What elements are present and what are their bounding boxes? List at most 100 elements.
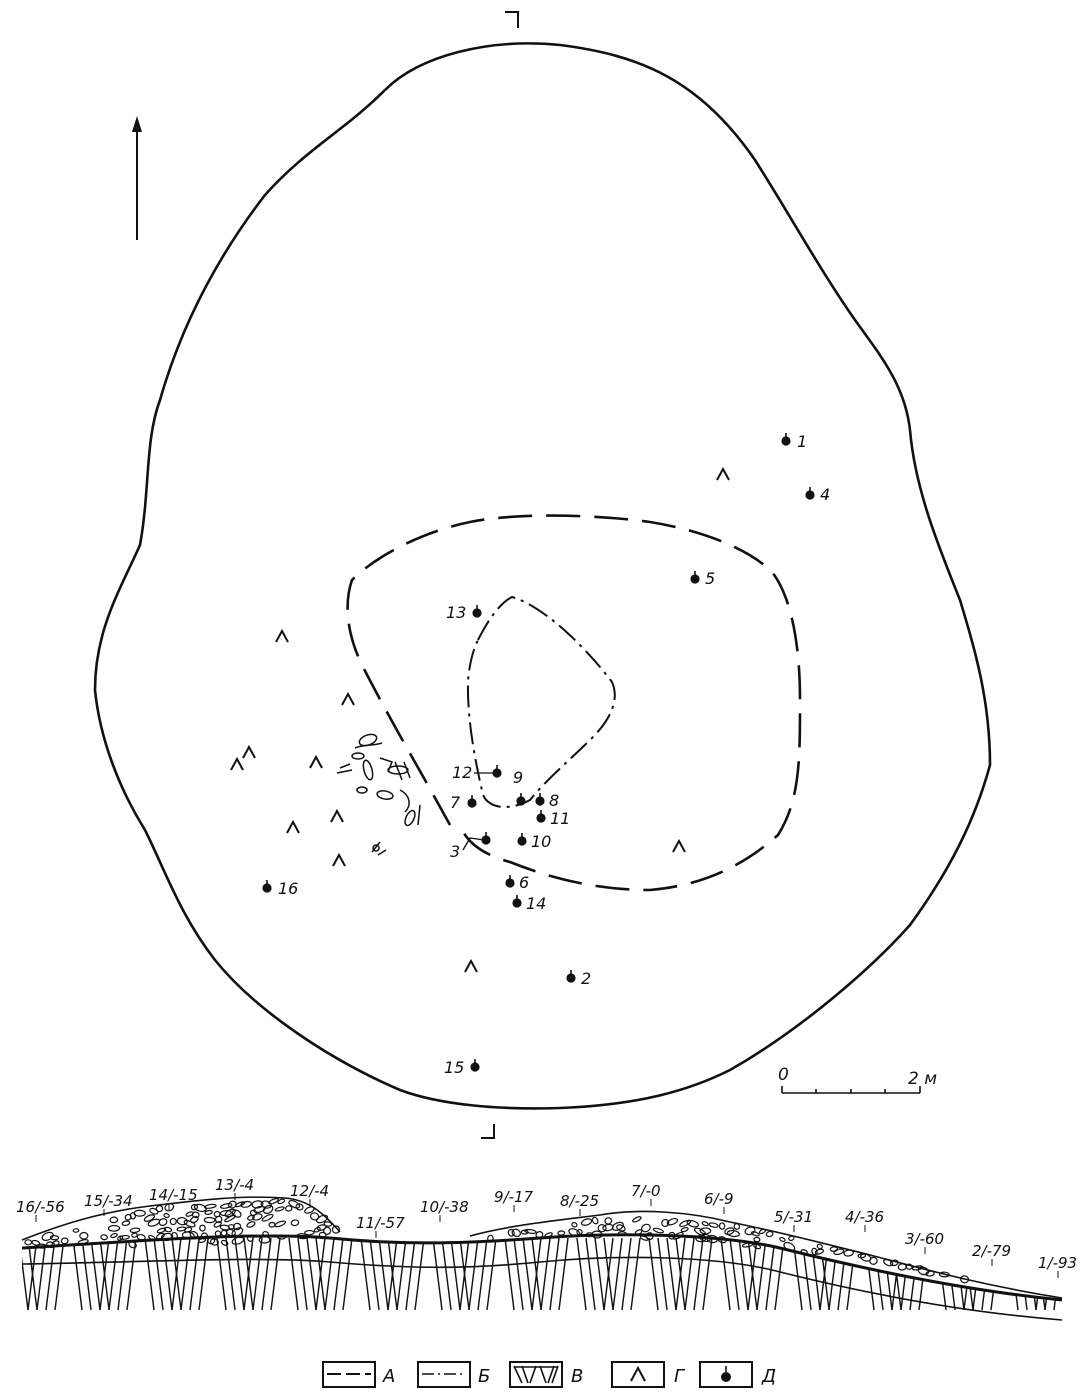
caret-icon (286, 819, 300, 834)
section-label: 9/-17 (494, 1188, 534, 1206)
boundary-a-dashed (346, 514, 802, 892)
find-15: 15 (444, 1058, 480, 1077)
find-11: 11 (536, 809, 570, 828)
section-label: 7/-0 (631, 1182, 661, 1200)
find-dot-icon (512, 898, 522, 908)
boundary-b-dash-dot (466, 595, 616, 808)
find-3-leader (462, 837, 485, 851)
legend: А Б В Г (322, 1361, 776, 1388)
find-dot-icon (472, 608, 482, 618)
find-dot-icon (536, 813, 546, 823)
find-6: 6 (505, 873, 529, 892)
legend-item-v: В (509, 1361, 583, 1388)
find-3: 3 (450, 832, 491, 861)
section-label: 8/-25 (560, 1192, 599, 1210)
section-label: 10/-38 (420, 1198, 469, 1216)
legend-label-b: Б (478, 1366, 490, 1387)
find-8: 8 (535, 791, 559, 810)
section-label: 5/-31 (774, 1208, 813, 1226)
legend-label-v: В (571, 1366, 583, 1387)
section-marker-top (505, 11, 519, 28)
find-dot-icon (470, 1062, 480, 1072)
section-label: 14/-15 (149, 1186, 198, 1204)
stone-fill (24, 1197, 970, 1284)
find-label: 4 (820, 485, 830, 504)
find-dot-icon (721, 1372, 731, 1382)
find-dot-icon (492, 768, 502, 778)
find-dot-icon (481, 835, 491, 845)
find-10: 10 (517, 832, 551, 851)
scale-bar: 0 2 м (778, 1065, 937, 1094)
legend-item-g: Г (611, 1361, 686, 1388)
find-dot-icon (535, 796, 545, 806)
legend-item-a: А (322, 1361, 395, 1388)
find-dot-icon (805, 490, 815, 500)
mound-outline (93, 42, 992, 1110)
subsoil-lower-line (21, 1256, 1063, 1321)
find-13: 13 (446, 603, 482, 622)
find-5: 5 (690, 569, 715, 588)
scale-end-label: 2 м (908, 1069, 937, 1089)
find-label: 8 (549, 791, 559, 810)
section-label: 11/-57 (356, 1214, 405, 1232)
caret-icon (341, 691, 355, 706)
find-label: 6 (519, 873, 529, 892)
find-label: 10 (531, 832, 551, 851)
caret-icon (630, 1365, 646, 1382)
caret-icon (242, 744, 256, 759)
find-label: 5 (705, 569, 715, 588)
section-label: 15/-34 (84, 1192, 133, 1210)
find-12: 12 (452, 763, 502, 782)
section-marker-bottom (481, 1124, 495, 1139)
find-label: 16 (278, 879, 298, 898)
section-label: 2/-79 (972, 1242, 1011, 1260)
find-dot-icon (516, 796, 526, 806)
legend-label-g: Г (674, 1366, 686, 1387)
section-label: 12/-4 (290, 1182, 329, 1200)
find-dot-icon (467, 798, 477, 808)
section-label: 4/-36 (845, 1208, 884, 1226)
find-dot-icon (262, 883, 272, 893)
find-14: 14 (512, 894, 546, 913)
caret-icon (332, 852, 346, 867)
find-label: 13 (446, 603, 466, 622)
caret-marks (230, 466, 730, 973)
legend-item-b: Б (417, 1361, 490, 1388)
find-16: 16 (262, 879, 298, 898)
legend-item-d: Д (699, 1361, 776, 1388)
subsoil-hatching (22, 1237, 1062, 1311)
find-2: 2 (566, 969, 591, 988)
section-label: 6/-9 (704, 1190, 734, 1208)
north-arrow-icon (132, 116, 142, 240)
scale-start-label: 0 (778, 1065, 789, 1085)
caret-icon (716, 466, 730, 481)
find-label: 1 (797, 432, 807, 451)
find-dot-icon (566, 973, 576, 983)
section-label: 3/-60 (905, 1230, 944, 1248)
find-label: 2 (581, 969, 591, 988)
find-dot-icon (505, 878, 515, 888)
legend-label-d: Д (761, 1366, 776, 1387)
caret-icon (275, 628, 289, 643)
section-label: 13/-4 (215, 1176, 254, 1194)
caret-icon (230, 756, 244, 771)
caret-icon (309, 754, 323, 769)
find-9: 9 (513, 768, 526, 806)
find-label: 9 (513, 768, 523, 787)
find-label: 15 (444, 1058, 464, 1077)
find-label: 3 (450, 842, 460, 861)
find-dot-icon (517, 836, 527, 846)
find-1: 1 (781, 432, 807, 451)
find-label: 12 (452, 763, 472, 782)
find-7: 7 (450, 793, 477, 812)
find-label: 11 (550, 809, 570, 828)
caret-icon (672, 838, 686, 853)
legend-label-a: А (382, 1366, 395, 1387)
find-label: 14 (526, 894, 546, 913)
find-4: 4 (805, 485, 830, 504)
